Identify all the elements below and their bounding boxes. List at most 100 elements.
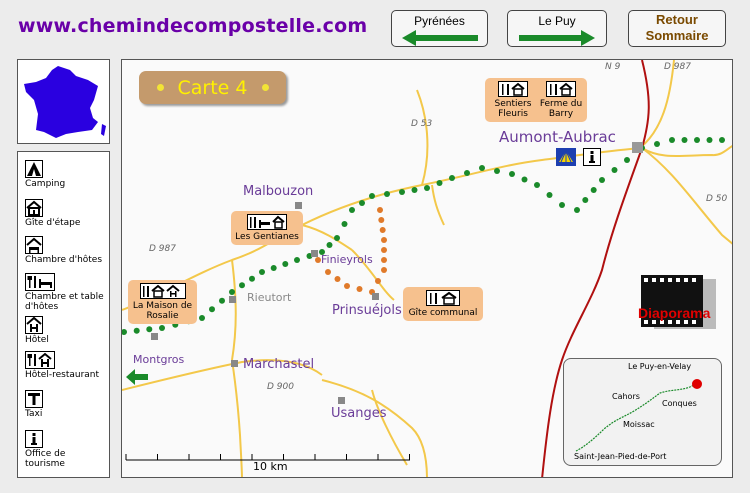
route-dot (590, 187, 597, 193)
carte-badge: Carte 4 (139, 71, 286, 104)
route-dot (559, 202, 565, 208)
scale-bar (125, 454, 410, 461)
inset-saint-jean: Saint-Jean-Pied-de-Port (574, 452, 667, 461)
route-dot (399, 189, 405, 195)
route-dot (219, 297, 225, 304)
route-dot (378, 217, 385, 223)
fork-knife-house-icon (498, 81, 528, 97)
road-label-d987-west: D 987 (149, 244, 176, 254)
fork-knife-bed-icon (25, 273, 55, 291)
place-montgros: Montgros (133, 353, 185, 366)
lodging-label: Ferme du Barry (539, 99, 583, 119)
fork-knife-house-icon (546, 81, 576, 97)
legend-item-chambre-table: Chambre et table d'hôtes (25, 273, 109, 312)
route-map: Carte 4 N 9 D 987 D 53 D 50 D 987 D 900 … (121, 59, 733, 478)
legend-item-office: Office de tourisme (25, 430, 95, 469)
route-dot (381, 267, 387, 273)
place-marker-usanges (338, 397, 345, 404)
route-dot (199, 315, 205, 321)
legend-label: Chambre et table d'hôtes (25, 292, 104, 312)
route-dot (349, 207, 355, 213)
route-dot (706, 137, 713, 143)
route-dot (122, 329, 127, 335)
lodging-gentianes[interactable]: Les Gentianes (231, 211, 303, 245)
retour-sommaire-button[interactable]: Retour Sommaire (628, 10, 726, 47)
nav-button-pyrenees[interactable]: Pyrénées (391, 10, 488, 47)
route-dot (356, 286, 363, 292)
taxi-icon (25, 390, 43, 408)
route-dot (582, 197, 589, 203)
route-dot (574, 207, 580, 213)
inset-route (575, 379, 702, 452)
lodging-label: Gîte communal (408, 308, 478, 318)
place-rieutort: Rieutort (247, 291, 292, 304)
route-dot (259, 269, 265, 275)
place-usanges: Usanges (331, 406, 387, 421)
route-dot (334, 235, 340, 241)
diaporama-label: Diaporama (638, 305, 711, 321)
arrow-left-icon (401, 30, 478, 46)
route-dot (521, 176, 528, 183)
place-finieyrols: Finieyrols (321, 253, 373, 266)
route-dot (611, 167, 618, 173)
house-icon (25, 199, 43, 217)
scale-label: 10 km (253, 460, 288, 473)
route-dot (249, 275, 255, 282)
place-marker-marchastel (231, 360, 238, 367)
place-marker-aumont (632, 142, 643, 153)
route-dot (319, 249, 325, 255)
route-dot (239, 282, 245, 289)
nav-button-le-puy[interactable]: Le Puy (507, 10, 607, 47)
place-marker-finieyrols (311, 250, 318, 257)
route-dot (464, 170, 470, 176)
lodging-gite-communal[interactable]: Gîte communal (403, 287, 483, 321)
carte-dot-left (156, 84, 164, 91)
route-dot (315, 257, 321, 263)
place-marchastel: Marchastel (243, 357, 315, 372)
roads-secondary (122, 60, 732, 477)
route-dot (546, 192, 553, 198)
france-shape (24, 66, 106, 138)
place-malbouzon: Malbouzon (243, 184, 314, 199)
route-dot (449, 175, 455, 181)
route-dot (325, 269, 331, 275)
retour-line-2: Sommaire (645, 28, 709, 43)
route-dot (159, 325, 165, 331)
legend-label: Hôtel (25, 335, 49, 345)
inset-conques: Conques (662, 399, 697, 408)
legend-item-gite: Gîte d'étape (25, 199, 80, 228)
place-prinsuejols: Prinsuéjols (332, 303, 402, 318)
inset-moissac: Moissac (623, 420, 655, 429)
route-dot (270, 265, 277, 271)
route-dot (694, 137, 700, 143)
road-label-d50: D 50 (706, 194, 728, 204)
lodging-maison-rosalie[interactable]: La Maison de Rosalie (128, 280, 197, 324)
place-marker-prinsuejols (372, 293, 379, 300)
route-dot (509, 171, 515, 177)
route-dot (146, 326, 153, 333)
route-dot (379, 227, 386, 233)
carte-dot-right (261, 84, 269, 91)
film-strip-icon (641, 275, 716, 329)
legend-item-taxi: Taxi (25, 390, 43, 419)
route-dot (375, 278, 381, 284)
arrow-right-icon (519, 30, 595, 46)
inset-map: Le Puy-en-Velay Cahors Conques Moissac S… (563, 358, 722, 466)
legend-label: Office de tourisme (25, 449, 66, 469)
road-n9-south (541, 147, 643, 477)
route-dot (599, 177, 605, 183)
route-dot (384, 191, 390, 197)
site-url[interactable]: www.chemindecompostelle.com (18, 15, 368, 37)
route-dot (133, 327, 140, 334)
route-dot (294, 257, 300, 263)
bed-house-icon (25, 236, 43, 254)
route-dot (381, 237, 387, 243)
lodging-aumont[interactable]: Sentiers Fleuris Ferme du Barry (485, 78, 587, 122)
legend-label: Hôtel-restaurant (25, 370, 100, 380)
fork-knife-bed-house-icon (247, 214, 287, 230)
route-dot (654, 141, 660, 147)
diaporama-link[interactable]: Diaporama (638, 275, 721, 349)
legend-item-chambre: Chambre d'hôtes (25, 236, 102, 265)
arrow-left-icon[interactable] (126, 369, 148, 385)
legend-panel: Camping Gîte d'étape Chambre d'hôtes Cha… (17, 151, 110, 478)
